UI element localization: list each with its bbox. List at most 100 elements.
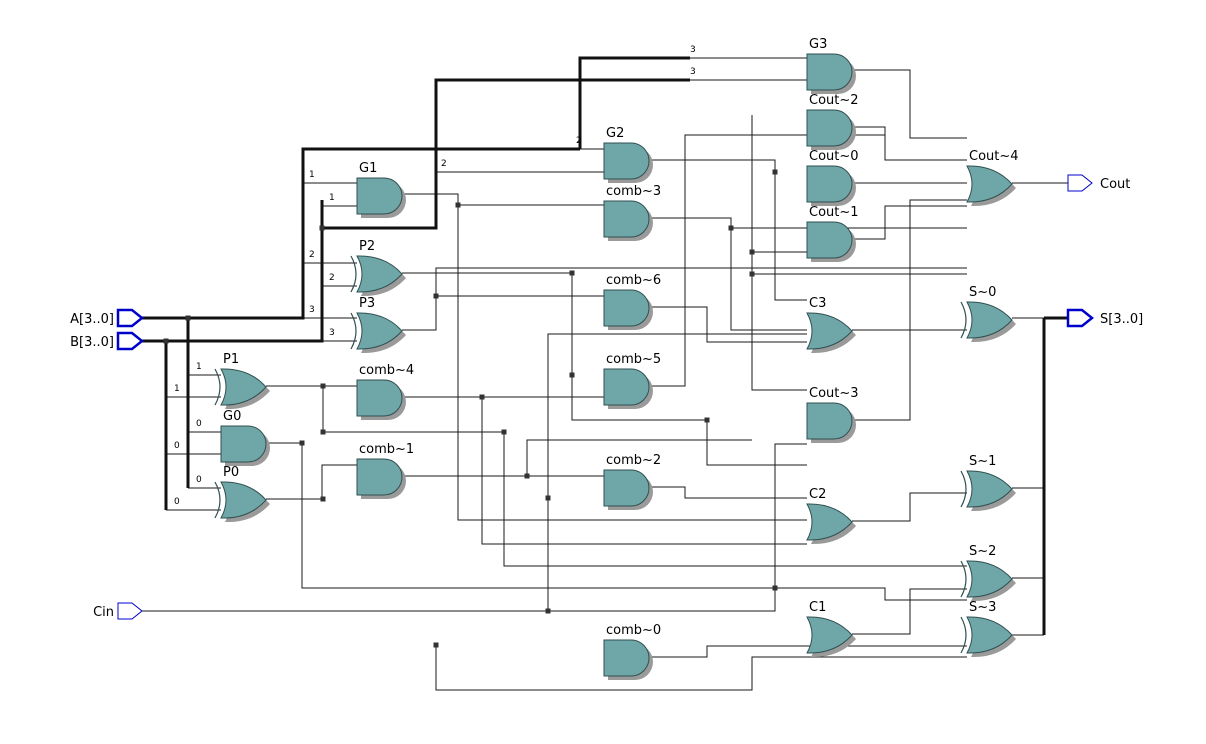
bit-index-label: 2 bbox=[309, 250, 315, 260]
wire-junction bbox=[319, 225, 325, 231]
gate-g0: G0 bbox=[220, 409, 270, 466]
gate-comb2: comb~2 bbox=[603, 453, 661, 510]
gate-label: S~1 bbox=[969, 454, 996, 469]
port-s: S[3..0] bbox=[1066, 308, 1143, 328]
wire-junction bbox=[320, 383, 326, 389]
port-label: Cin bbox=[93, 605, 114, 620]
bit-index-label: 0 bbox=[196, 419, 202, 429]
bit-index-label: 0 bbox=[174, 441, 180, 451]
wire-layer bbox=[142, 57, 1068, 691]
wire-junction bbox=[524, 473, 530, 479]
bit-index-label: 3 bbox=[309, 305, 315, 315]
wire-junction bbox=[320, 496, 326, 502]
port-label: Cout bbox=[1100, 177, 1130, 192]
wire-junction bbox=[749, 249, 755, 255]
gate-comb4: comb~4 bbox=[356, 363, 414, 420]
gate-label: Cout~0 bbox=[809, 149, 859, 164]
gate-g1: G1 bbox=[356, 161, 406, 218]
bit-index-label: 2 bbox=[441, 159, 447, 169]
port-label: B[3..0] bbox=[70, 335, 114, 350]
port-cout: Cout bbox=[1067, 174, 1130, 192]
gate-p2: P2 bbox=[350, 239, 406, 297]
bit-index-label: 0 bbox=[196, 475, 202, 485]
gate-s3: S~3 bbox=[960, 600, 1016, 658]
gate-cout3: Cout~3 bbox=[806, 386, 859, 443]
wire-junction bbox=[545, 608, 551, 614]
gate-comb1: comb~1 bbox=[356, 442, 414, 499]
gate-label: P1 bbox=[223, 352, 239, 367]
gate-p3: P3 bbox=[350, 296, 406, 354]
wire-junction bbox=[501, 429, 507, 435]
gate-label: comb~2 bbox=[606, 453, 661, 468]
gate-label: G0 bbox=[223, 409, 241, 424]
gate-g2: G2 bbox=[603, 126, 653, 183]
bit-index-label: 2 bbox=[576, 136, 582, 146]
gate-cout0: Cout~0 bbox=[806, 149, 859, 206]
gate-c2: C2 bbox=[806, 487, 856, 545]
wire-junction bbox=[185, 315, 191, 321]
gate-label: comb~3 bbox=[606, 184, 661, 199]
gate-p0: P0 bbox=[214, 465, 270, 523]
gate-label: Cout~4 bbox=[969, 149, 1019, 164]
bit-index-label: 1 bbox=[174, 384, 180, 394]
gate-s2: S~2 bbox=[960, 544, 1016, 602]
gate-p1: P1 bbox=[214, 352, 270, 410]
gate-label: S~2 bbox=[969, 544, 996, 559]
gate-label: G1 bbox=[359, 161, 377, 176]
bit-index-label: 1 bbox=[329, 193, 335, 203]
wire-junction bbox=[163, 338, 169, 344]
gate-label: C2 bbox=[809, 487, 826, 502]
gate-c1: C1 bbox=[806, 600, 856, 658]
port-label: S[3..0] bbox=[1100, 312, 1143, 327]
gate-label: Cout~2 bbox=[809, 93, 859, 108]
gate-g3: G3 bbox=[806, 37, 856, 94]
port-label: A[3..0] bbox=[70, 312, 114, 327]
bit-index-label: 1 bbox=[309, 170, 315, 180]
wire-junction bbox=[749, 271, 755, 277]
gate-label: G2 bbox=[606, 126, 624, 141]
gate-label: C3 bbox=[809, 296, 826, 311]
wire-junction bbox=[704, 417, 710, 423]
wire-junction bbox=[433, 642, 439, 648]
gate-comb6: comb~6 bbox=[603, 273, 661, 330]
junction-layer bbox=[163, 169, 778, 648]
gate-label: comb~0 bbox=[606, 623, 661, 638]
gate-label: S~3 bbox=[969, 600, 996, 615]
bit-index-label: 0 bbox=[174, 497, 180, 507]
wire-junction bbox=[455, 202, 461, 208]
wire-junction bbox=[299, 440, 305, 446]
gate-cout1: Cout~1 bbox=[806, 205, 859, 262]
wire-junction bbox=[569, 372, 575, 378]
bit-index-label: 3 bbox=[329, 328, 335, 338]
wire-junction bbox=[772, 585, 778, 591]
gate-s0: S~0 bbox=[960, 285, 1016, 343]
wire-junction bbox=[479, 394, 485, 400]
port-b: B[3..0] bbox=[70, 331, 145, 351]
gate-label: G3 bbox=[809, 37, 827, 52]
gate-label: C1 bbox=[809, 600, 826, 615]
wire-junction bbox=[320, 429, 326, 435]
bit-index-label: 2 bbox=[329, 273, 335, 283]
gate-label: P0 bbox=[223, 465, 239, 480]
gate-label: comb~5 bbox=[606, 352, 661, 367]
wire-junction bbox=[569, 270, 575, 276]
gate-comb0: comb~0 bbox=[603, 623, 661, 680]
gate-comb3: comb~3 bbox=[603, 184, 661, 241]
bus-layer bbox=[142, 56, 1068, 635]
gate-label: comb~4 bbox=[359, 363, 414, 378]
gate-cout4: Cout~4 bbox=[966, 149, 1019, 207]
gate-label: P3 bbox=[359, 296, 375, 311]
wire-junction bbox=[545, 495, 551, 501]
gate-label: Cout~3 bbox=[809, 386, 859, 401]
wire-junction bbox=[772, 169, 778, 175]
gate-label: Cout~1 bbox=[809, 205, 859, 220]
bit-index-label: 3 bbox=[690, 45, 696, 55]
gate-s1: S~1 bbox=[960, 454, 1016, 512]
wire-junction bbox=[433, 293, 439, 299]
gate-label: comb~1 bbox=[359, 442, 414, 457]
bit-index-label: 1 bbox=[196, 362, 202, 372]
